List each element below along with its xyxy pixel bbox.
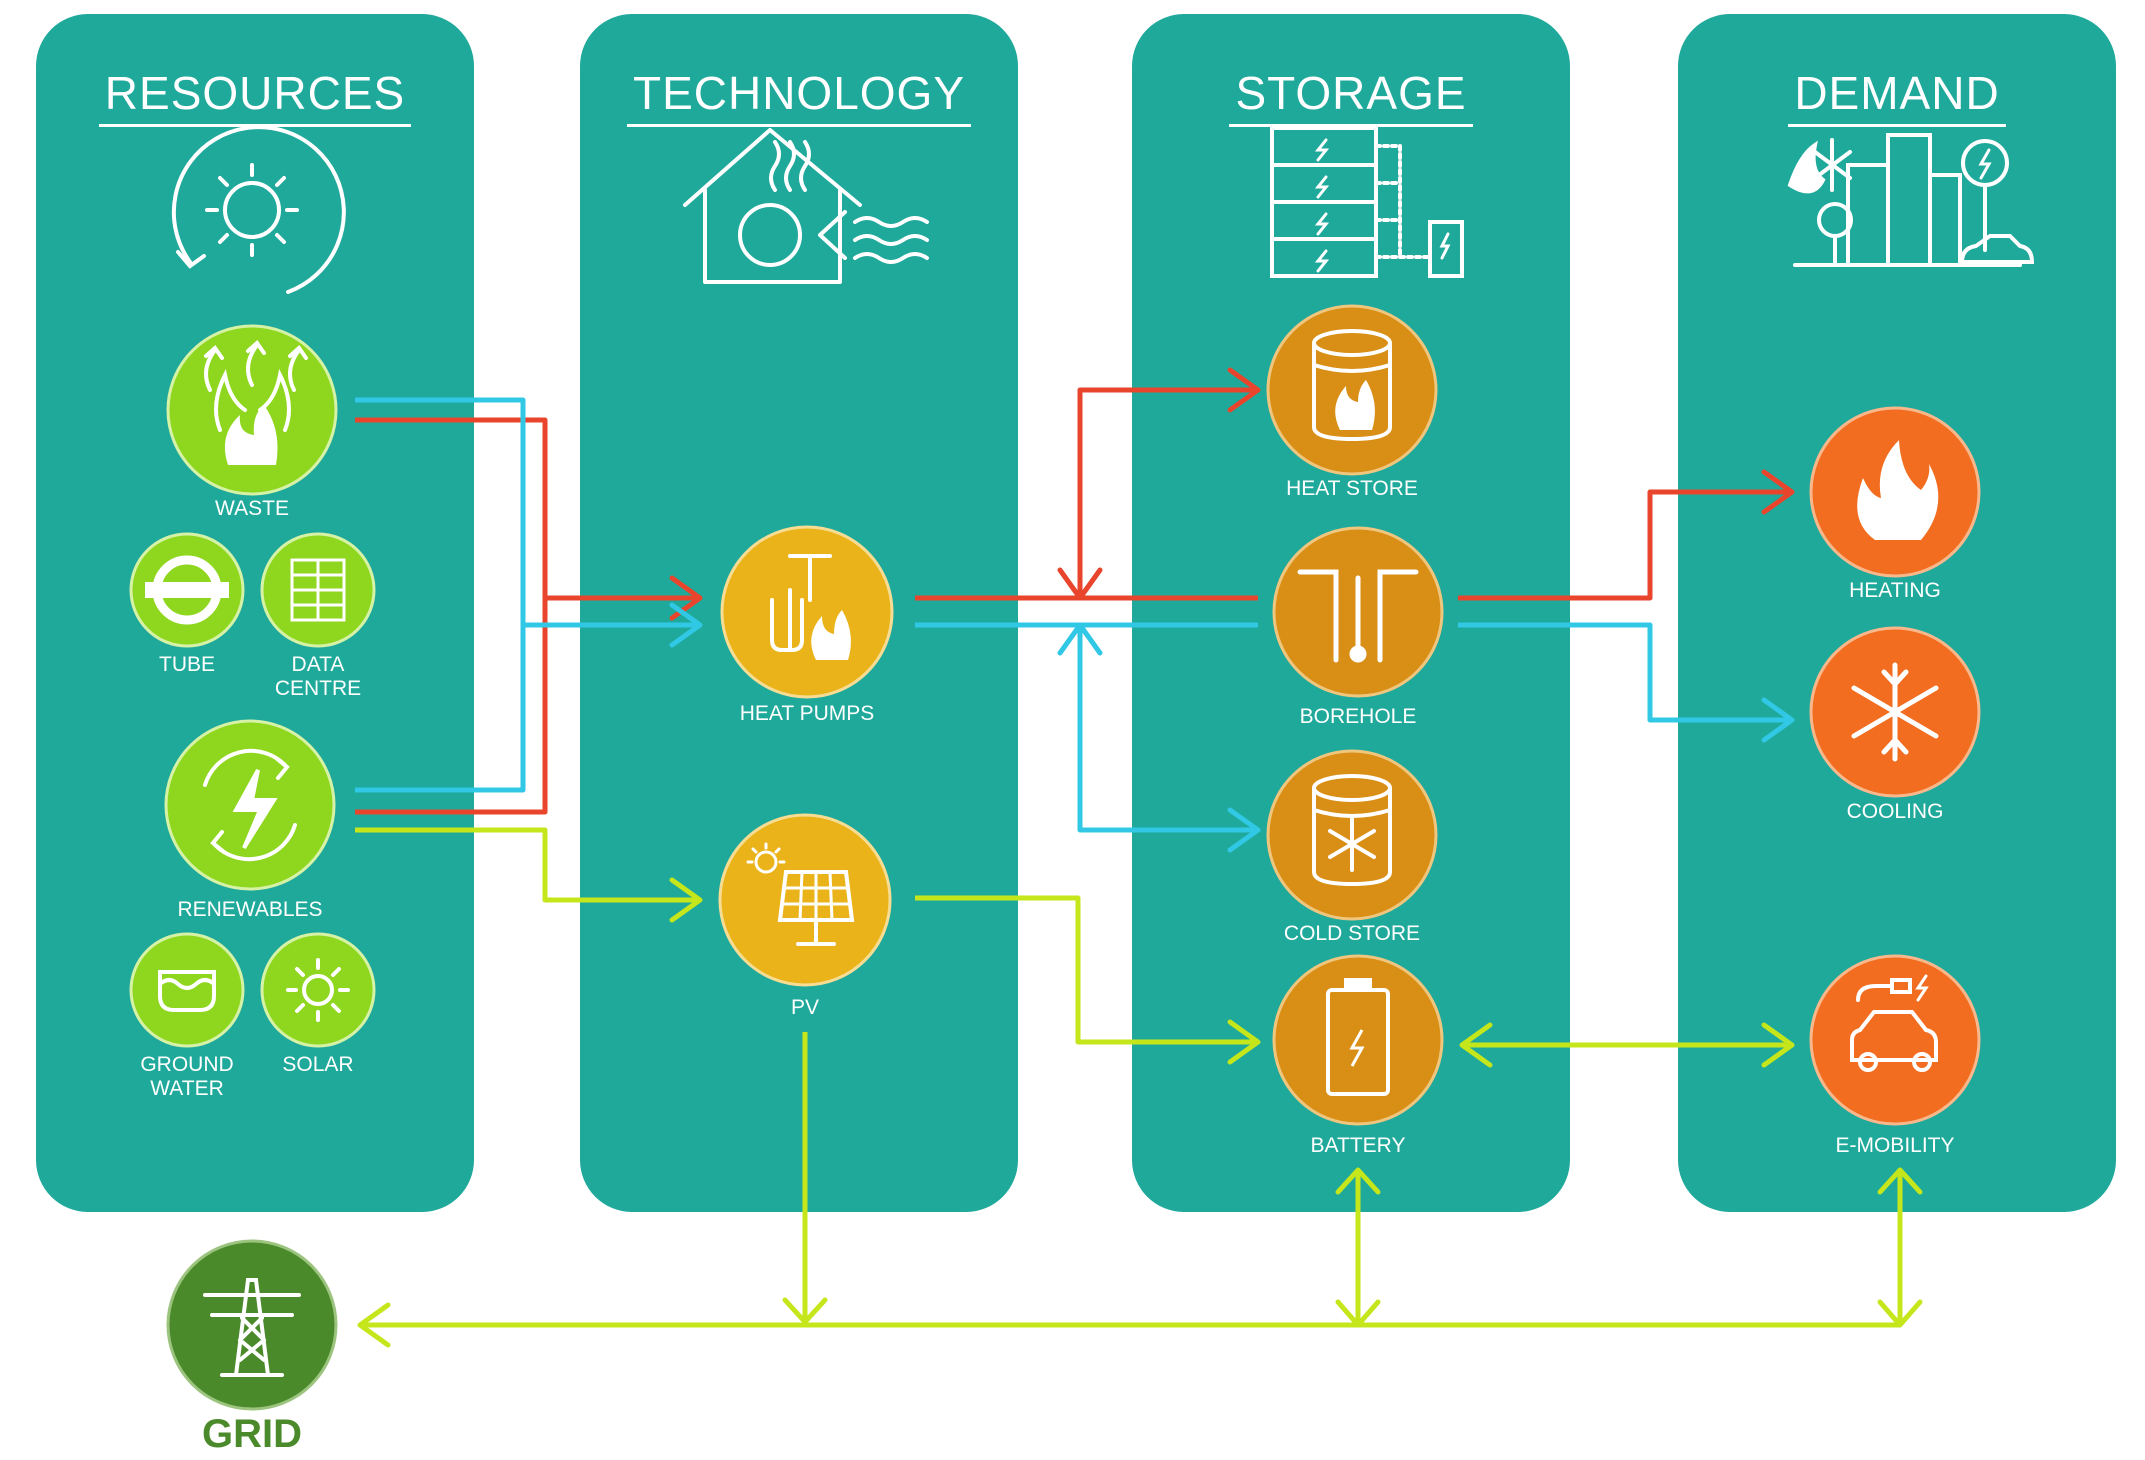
heat-store-label: HEAT STORE [1286, 477, 1418, 500]
arrow-to-heat-store [1227, 367, 1261, 413]
arrow-to-battery [1227, 1019, 1261, 1065]
e-mobility-node [1809, 954, 1981, 1126]
data-centre-label: DATA CENTRE [274, 653, 362, 700]
flame-icon [1857, 440, 1939, 540]
pv-to-battery-flow [915, 895, 1258, 1045]
server-rack-icon [290, 558, 346, 622]
borehole-icon [1297, 569, 1419, 663]
cooling-label: COOLING [1846, 800, 1944, 823]
arrow-to-grid [357, 1302, 391, 1348]
grid-label: GRID [202, 1412, 302, 1456]
renewables-heat-flow [355, 598, 548, 815]
arrow-to-cold-store [1227, 807, 1261, 853]
arrow-to-cooling [1761, 697, 1795, 743]
e-mobility-label: E-MOBILITY [1835, 1134, 1955, 1157]
heat-pump-icon [770, 554, 851, 660]
pylon-icon [203, 1278, 301, 1377]
heat-pumps-node [720, 525, 894, 699]
borehole-to-cooling-flow [1458, 622, 1792, 723]
heat-store-node [1266, 304, 1438, 476]
borehole-node [1272, 526, 1444, 698]
cold-store-node [1266, 749, 1438, 921]
cold-store-label: COLD STORE [1283, 922, 1421, 945]
pv-label: PV [790, 996, 820, 1019]
circular-sun-icon [171, 125, 346, 294]
arrow-down-pv-grid [782, 1297, 828, 1325]
renewables-node [164, 719, 336, 891]
arrow-to-heat-pumps-cool [669, 602, 703, 648]
snowflake-icon [1851, 662, 1939, 762]
electric-car-icon [1850, 974, 1938, 1072]
storage-title: STORAGE [1229, 66, 1473, 127]
waste-node [166, 324, 338, 496]
battery-icon [1326, 978, 1390, 1096]
tube-roundel-icon [145, 555, 229, 625]
water-basin-icon [158, 970, 216, 1012]
power-flows [355, 827, 1903, 1328]
cool-flows [355, 397, 1792, 833]
arrow-down-heat-junction [1057, 567, 1103, 601]
waste-heat-icon [204, 340, 308, 432]
battery-label: BATTERY [1310, 1134, 1406, 1157]
arrow-battery-left [1459, 1022, 1493, 1068]
arrow-to-heating [1761, 469, 1795, 515]
city-demand-icon [1787, 133, 2035, 267]
solar-node [260, 932, 376, 1048]
heat-tank-icon [1312, 329, 1392, 442]
cool-arrowheads [669, 602, 1795, 853]
heat-flows [355, 387, 1792, 815]
arrow-to-pv [669, 877, 703, 923]
renewables-to-pv-flow [355, 827, 700, 903]
sun-icon [286, 958, 350, 1022]
arrow-up-cool-junction [1057, 622, 1103, 656]
ground-water-label: GROUND WATER [140, 1053, 234, 1100]
cooling-node [1809, 626, 1981, 798]
renewable-cycle-icon [203, 748, 297, 862]
heating-node [1809, 406, 1981, 578]
waste-cool-flow [355, 397, 700, 628]
arrow-down-emobility-bus [1877, 1299, 1923, 1328]
waste-heat-flow [355, 417, 700, 601]
tube-node [129, 532, 245, 648]
heat-pump-house-icon [683, 128, 929, 284]
technology-title: TECHNOLOGY [626, 66, 972, 127]
junction-to-cold-store [1077, 625, 1258, 833]
borehole-to-heating-flow [1458, 489, 1792, 601]
waste-label: WASTE [215, 497, 289, 520]
cold-tank-icon [1312, 774, 1392, 887]
storage-junction-to-heat-store [1077, 387, 1258, 598]
ground-water-node [129, 932, 245, 1048]
battery-node [1272, 954, 1444, 1126]
tube-label: TUBE [158, 653, 216, 676]
battery-rack-icon [1270, 126, 1464, 278]
solar-panel-icon [746, 842, 855, 946]
resources-panel: RESOURCES [36, 14, 474, 1212]
pv-node [718, 813, 892, 987]
renewables-cool-flow [355, 625, 526, 793]
heat-pumps-label: HEAT PUMPS [739, 702, 875, 725]
data-centre-node [260, 532, 376, 648]
arrow-up-battery [1335, 1167, 1381, 1195]
borehole-label: BOREHOLE [1299, 705, 1417, 728]
solar-label: SOLAR [282, 1053, 354, 1076]
arrow-to-emobility [1761, 1022, 1795, 1068]
arrow-down-battery-bus [1335, 1299, 1381, 1328]
demand-title: DEMAND [1788, 66, 2006, 127]
renewables-label: RENEWABLES [177, 898, 323, 921]
grid-node [166, 1239, 338, 1411]
heating-label: HEATING [1849, 579, 1941, 602]
arrow-up-emobility [1877, 1167, 1923, 1195]
power-arrowheads [357, 877, 1923, 1348]
